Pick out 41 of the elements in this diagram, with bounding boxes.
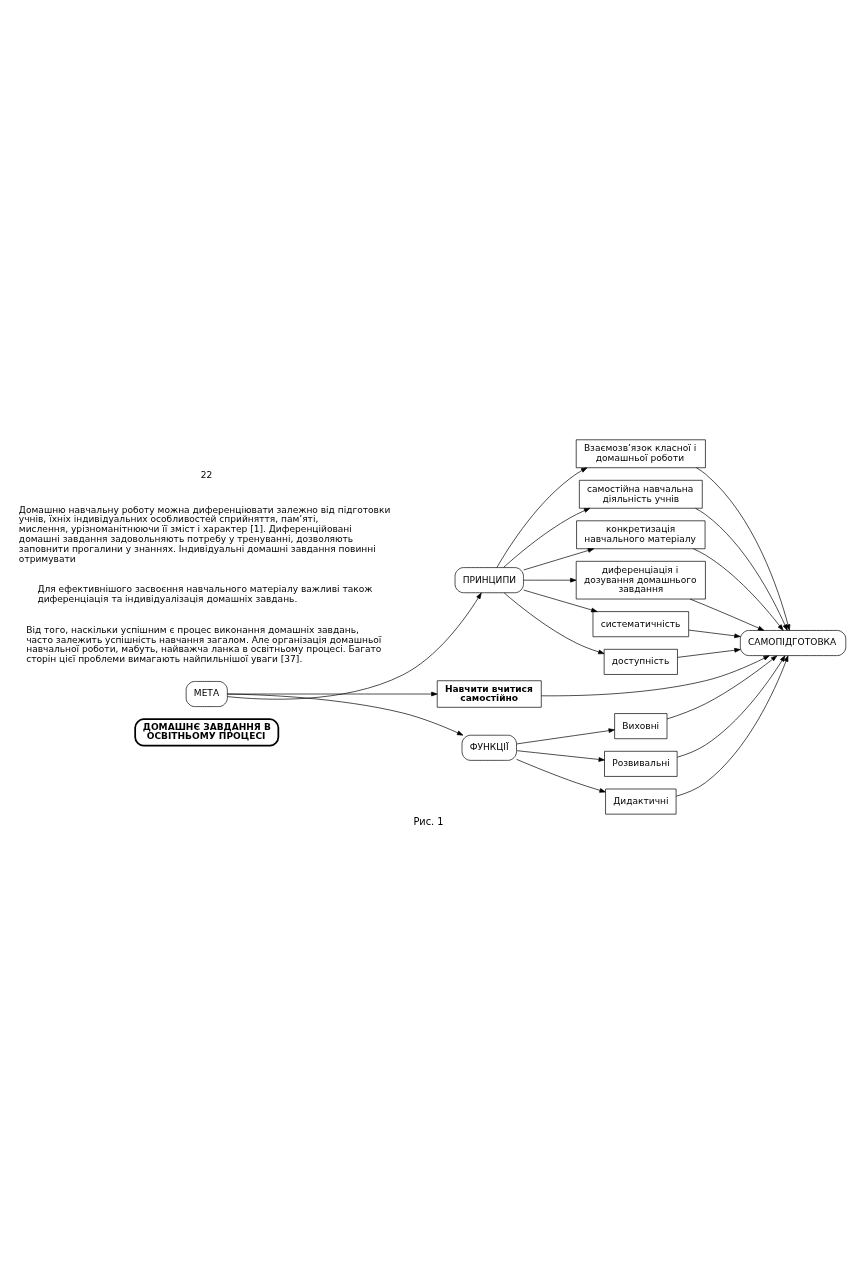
label: 22 bbox=[200, 470, 213, 481]
node-box: систематичність bbox=[592, 611, 689, 638]
node-box: Розвивальні bbox=[604, 750, 678, 777]
node-box: конкретизація навчального матеріалу bbox=[576, 520, 706, 550]
arrow bbox=[693, 548, 784, 631]
arrow bbox=[227, 592, 482, 700]
arrow bbox=[666, 655, 778, 720]
arrow bbox=[227, 693, 464, 736]
arrow bbox=[523, 577, 577, 583]
arrow bbox=[496, 467, 588, 568]
node-box: Навчити вчитися самостійно bbox=[436, 680, 542, 708]
node-box: Виховні bbox=[614, 713, 668, 740]
arrow bbox=[541, 655, 770, 697]
arrow bbox=[516, 728, 615, 745]
arrow bbox=[516, 758, 606, 793]
node-box: ФУНКЦІЇ bbox=[461, 734, 517, 761]
label: Домашню навчальну роботу можна диференціювати залежно від підготовки учнів, їхніх індивідуальних особливостей сприйняття, пам’яті, мислення, урізноманітнюючи її зміст і характер [1]. Диференційовані домашні завдання задовольняють потребу у тренуванні, дозволяють заповнити прогалини у знаннях. Індивідуальні домашні завдання повинні отримувати bbox=[18, 504, 391, 564]
node-box: МЕТА bbox=[185, 681, 228, 707]
arrow bbox=[503, 592, 605, 655]
node-box: Дидактичні bbox=[605, 788, 677, 815]
arrow bbox=[675, 655, 789, 797]
arrow bbox=[677, 647, 741, 658]
caption: Рис. 1 bbox=[413, 815, 444, 827]
arrow bbox=[696, 467, 791, 631]
node-box: САМОПІДГОТОВКА bbox=[740, 630, 847, 656]
arrow bbox=[689, 598, 765, 631]
arrow bbox=[523, 589, 598, 613]
arrow bbox=[503, 508, 591, 568]
label: Від того, наскільки успішним є процес виконання домашніх завдань, часто залежить успішність навчання загалом. Але організація домашньої навчальної роботи, мабуть, найважча ланка в освітньому процесі. Багато сторін цієї проблеми вимагають найпильнішої уваги [37]. bbox=[26, 624, 382, 665]
arrow bbox=[516, 750, 605, 762]
node-box: доступність bbox=[603, 648, 678, 675]
arrow bbox=[523, 548, 595, 571]
node-box: диференціація і дозування домашнього завдання bbox=[575, 560, 706, 600]
node-box: ДОМАШНЄ ЗАВДАННЯ В ОСВІТНЬОМУ ПРОЦЕСІ bbox=[134, 718, 280, 747]
node-box: Взаємозв’язок класної і домашньої роботи bbox=[575, 439, 706, 469]
arrow bbox=[688, 629, 741, 639]
arrow bbox=[695, 508, 788, 631]
label: Для ефективнішого засвоєння навчального матеріалу важливі також диференціація та індивідуалізація домашніх завдань. bbox=[37, 584, 373, 605]
node-box: ПРИНЦИПИ bbox=[454, 567, 524, 594]
node-box: самостійна навчальна діяльність учнів bbox=[579, 479, 703, 509]
arrow bbox=[676, 655, 786, 758]
